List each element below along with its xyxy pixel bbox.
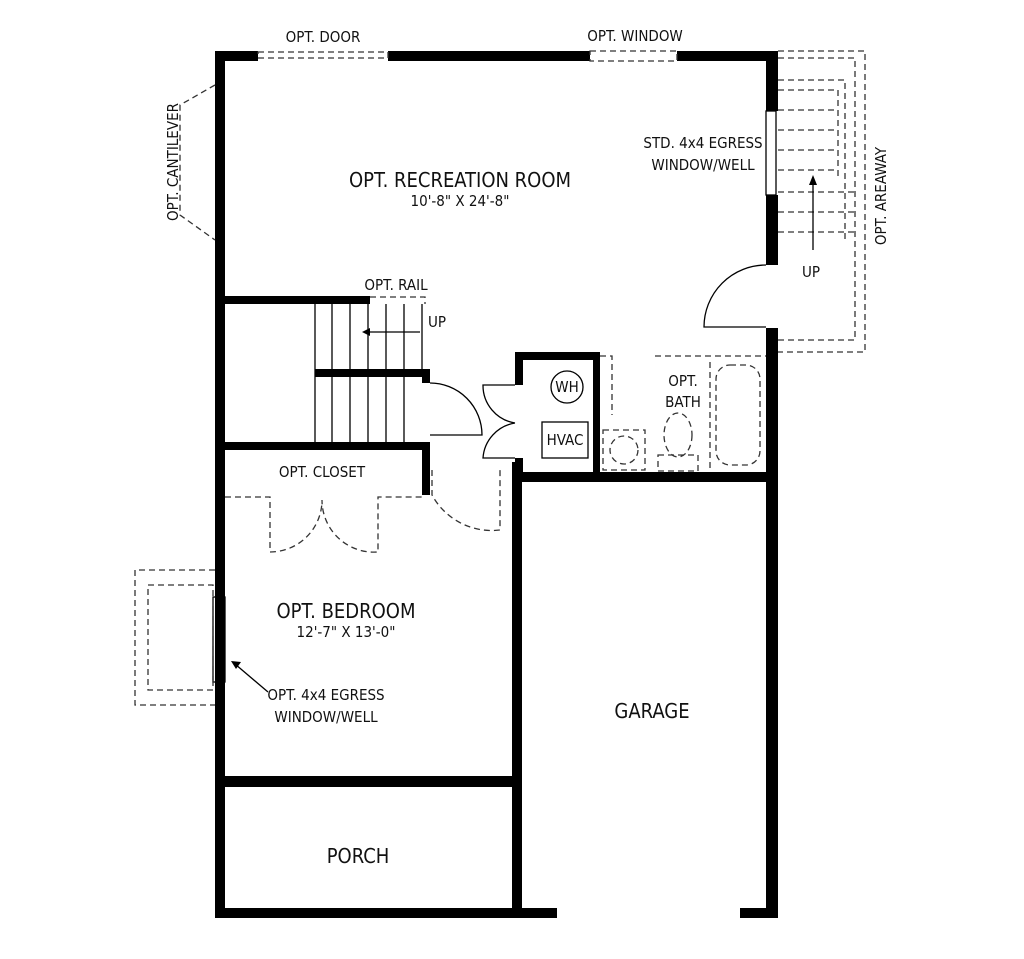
bedroom-label: OPT. BEDROOM <box>277 599 416 623</box>
opt-areaway <box>778 50 866 353</box>
closet-doors <box>225 496 425 553</box>
mech-door <box>482 384 516 459</box>
opt-egress-label-2: WINDOW/WELL <box>274 708 378 726</box>
closet-label: OPT. CLOSET <box>279 463 366 481</box>
egress-window-std <box>765 110 777 196</box>
water-heater-icon <box>550 370 584 404</box>
areaway-door <box>703 264 767 328</box>
opt-window <box>589 50 678 62</box>
opt-egress-label-1: OPT. 4x4 EGRESS <box>267 686 384 704</box>
bath-label-1: OPT. <box>668 372 698 390</box>
egress-window-opt <box>212 596 226 683</box>
opt-rail-label: OPT. RAIL <box>364 276 428 294</box>
hvac-unit <box>541 421 589 459</box>
stair-door <box>429 382 483 436</box>
porch-label: PORCH <box>327 844 390 868</box>
stairs-up-label: UP <box>428 313 446 331</box>
opt-window-label: OPT. WINDOW <box>587 27 683 45</box>
opt-door-label: OPT. DOOR <box>286 28 361 46</box>
rec-room-dimensions: 10'-8" X 24'-8" <box>411 192 510 210</box>
rec-room-label: OPT. RECREATION ROOM <box>349 168 571 192</box>
opt-cantilever-label: OPT. CANTILEVER <box>164 103 182 221</box>
opt-egress-well <box>134 569 269 706</box>
bedroom-dimensions: 12'-7" X 13'-0" <box>297 623 396 641</box>
wh-label: WH <box>555 378 579 396</box>
bath-label-2: BATH <box>665 393 701 411</box>
bedroom-door <box>431 470 501 532</box>
opt-door <box>257 51 389 59</box>
opt-areaway-label: OPT. AREAWAY <box>872 146 890 245</box>
std-egress-label-1: STD. 4x4 EGRESS <box>643 134 762 152</box>
bath-fixtures <box>600 355 766 472</box>
areaway-up-label: UP <box>802 263 820 281</box>
opt-cantilever <box>179 84 216 241</box>
walls <box>215 51 778 918</box>
hvac-label: HVAC <box>547 431 584 449</box>
std-egress-label-2: WINDOW/WELL <box>651 156 755 174</box>
garage-label: GARAGE <box>614 699 689 723</box>
stairs <box>314 296 426 442</box>
